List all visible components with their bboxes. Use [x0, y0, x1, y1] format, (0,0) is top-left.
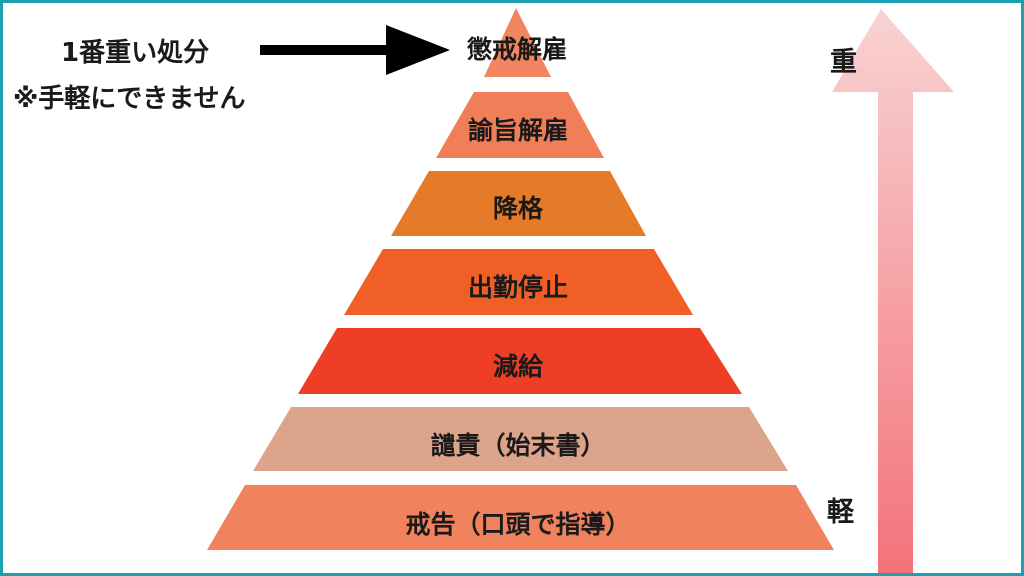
- tier-label: 諭旨解雇: [468, 116, 568, 145]
- pyramid: 懲戒解雇 諭旨解雇 降格 出勤停止 減給 譴責（始末書）: [207, 8, 834, 550]
- tier-shukkin-teishi: 出勤停止: [344, 249, 693, 315]
- severity-scale: 重 軽: [827, 9, 954, 573]
- tier-kokaku: 降格: [391, 171, 646, 236]
- discipline-pyramid-diagram: 懲戒解雇 諭旨解雇 降格 出勤停止 減給 譴責（始末書）: [13, 8, 954, 573]
- tier-shape: [484, 8, 551, 77]
- scale-heavy-label: 重: [830, 47, 857, 78]
- tier-kaikoku: 戒告（口頭で指導）: [207, 485, 834, 550]
- tier-shape: [391, 171, 646, 236]
- tier-shape: [344, 249, 693, 315]
- tier-label: 降格: [493, 194, 544, 223]
- tier-label: 懲戒解雇: [467, 35, 567, 64]
- tier-choukai-kaiko: 懲戒解雇: [467, 8, 567, 77]
- tier-label: 戒告（口頭で指導）: [405, 510, 630, 539]
- scale-arrow-icon: [832, 9, 954, 573]
- tier-label: 譴責（始末書）: [430, 431, 605, 460]
- tier-yushi-kaiko: 諭旨解雇: [436, 92, 604, 158]
- tier-shape: [298, 328, 742, 394]
- scale-light-label: 軽: [827, 497, 855, 528]
- tier-kenseki: 譴責（始末書）: [253, 407, 788, 471]
- severity-note: 1番重い処分 ※手軽にできません: [13, 25, 450, 114]
- pointer-arrow-icon: [260, 25, 450, 75]
- note-line-caution: ※手軽にできません: [13, 83, 246, 114]
- tier-shape: [253, 407, 788, 471]
- tier-shape: [207, 485, 834, 550]
- tier-label: 出勤停止: [468, 273, 568, 302]
- tier-label: 減給: [493, 352, 544, 381]
- tier-genkyu: 減給: [298, 328, 742, 394]
- note-line-most-severe: 1番重い処分: [61, 38, 209, 68]
- tier-shape: [436, 92, 604, 158]
